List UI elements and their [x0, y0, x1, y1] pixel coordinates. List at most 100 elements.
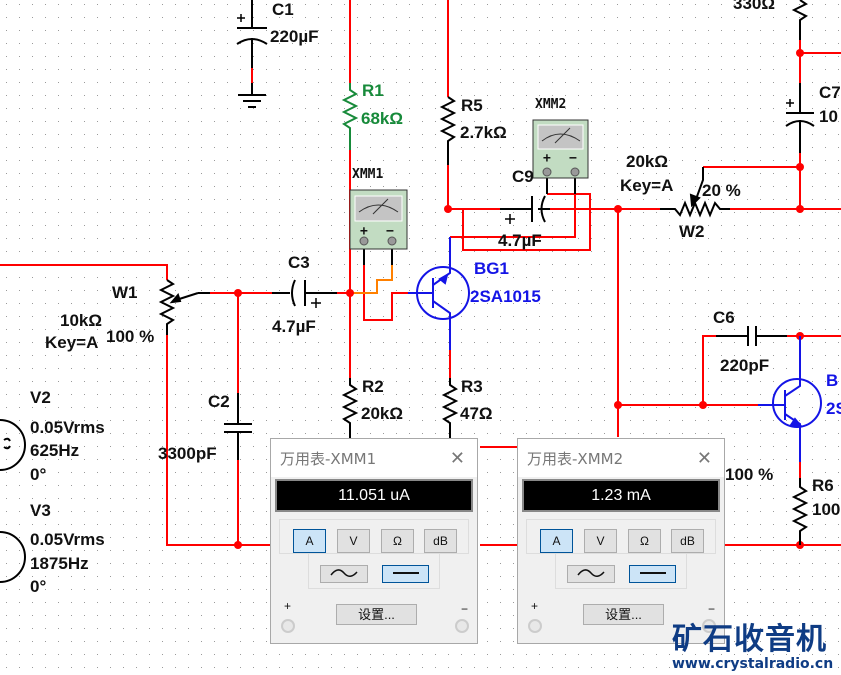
xmm1-label: XMM1 — [352, 167, 383, 182]
c7-value: 10 — [819, 107, 838, 126]
w1-position: 100 % — [106, 327, 154, 346]
mode-voltmeter-button[interactable]: V — [337, 529, 370, 553]
r6-value: 100 — [812, 500, 840, 519]
r1-label: R1 — [362, 81, 384, 100]
window-title: 万用表-XMM2 — [527, 449, 624, 468]
transistor-bg1 — [408, 237, 470, 350]
xmm2-label: XMM2 — [535, 97, 566, 112]
v2-frequency: 625Hz — [30, 441, 79, 460]
r1-value: 68kΩ — [361, 109, 403, 128]
v2-amplitude: 0.05Vrms — [30, 418, 105, 437]
reading-display: 1.23 mA — [522, 479, 720, 512]
v3-phase: 0° — [30, 577, 46, 596]
mode-group — [526, 519, 716, 554]
settings-button[interactable]: 设置... — [583, 604, 664, 625]
minus-label: − — [386, 224, 394, 239]
mode-db-button[interactable]: dB — [671, 529, 704, 553]
xmm2-symbol[interactable]: + − — [532, 119, 589, 179]
plus-terminal[interactable] — [528, 619, 542, 633]
r3-value: 47Ω — [460, 404, 493, 423]
mode-group — [279, 519, 469, 554]
plus-label: + — [543, 151, 551, 166]
c3-label: C3 — [288, 253, 310, 272]
c7-label: C7 — [819, 83, 841, 102]
v3-label: V3 — [30, 501, 51, 520]
w2-value: 20kΩ — [626, 152, 668, 171]
r6-label: R6 — [812, 476, 834, 495]
mode-ammeter-button[interactable]: A — [540, 529, 573, 553]
w2-label: W2 — [679, 222, 705, 241]
w1-value: 10kΩ — [60, 311, 102, 330]
plus-terminal[interactable] — [281, 619, 295, 633]
bg2-model: 2S — [826, 399, 841, 418]
plus-terminal-label: + — [531, 599, 539, 613]
watermark-name: 矿石收音机 — [672, 622, 827, 657]
minus-label: − — [569, 151, 577, 166]
probe-wire — [350, 265, 393, 294]
mode-db-button[interactable]: dB — [424, 529, 457, 553]
reading-display: 11.051 uA — [275, 479, 473, 512]
watermark-logo: 矿石收音机 www.crystalradio.cn — [672, 614, 833, 672]
dc-line-icon — [639, 572, 666, 574]
multimeter-xmm2-window[interactable]: 万用表-XMM2 ✕ 1.23 mA A V Ω dB + − 设置... — [517, 438, 725, 644]
ac-button[interactable] — [567, 565, 615, 583]
v2-label: V2 — [30, 388, 51, 407]
close-icon[interactable]: ✕ — [696, 447, 712, 469]
coupling-group — [308, 554, 440, 589]
w1-label: W1 — [112, 283, 138, 302]
mode-ammeter-button[interactable]: A — [293, 529, 326, 553]
v2-phase: 0° — [30, 465, 46, 484]
w2-key: Key=A — [620, 176, 673, 195]
components — [0, 0, 815, 583]
dc-button[interactable] — [382, 565, 429, 583]
bg1-model: 2SA1015 — [470, 287, 541, 306]
r5-label: R5 — [461, 96, 483, 115]
w3-position: 100 % — [725, 465, 773, 484]
r1-resistor — [341, 83, 359, 150]
c6-label: C6 — [713, 308, 735, 327]
c2-value: 3300pF — [158, 444, 217, 463]
v3-amplitude: 0.05Vrms — [30, 530, 105, 549]
title-bar[interactable]: 万用表-XMM2 ✕ — [518, 439, 724, 477]
multimeter-xmm1-window[interactable]: 万用表-XMM1 ✕ 11.051 uA A V Ω dB + − 设置... — [270, 438, 478, 644]
transistor-bg2 — [758, 336, 822, 462]
xmm1-symbol[interactable]: + − — [349, 189, 408, 250]
ac-button[interactable] — [320, 565, 368, 583]
dc-line-icon — [392, 572, 419, 574]
w2-position: 20 % — [702, 181, 741, 200]
r-top-value: 330Ω — [733, 0, 775, 13]
minus-terminal-label: − — [461, 602, 469, 616]
r2-label: R2 — [362, 377, 384, 396]
settings-button[interactable]: 设置... — [336, 604, 417, 625]
w1-key: Key=A — [45, 333, 98, 352]
c1-value: 220µF — [270, 27, 319, 46]
bg2-label: B — [826, 371, 838, 390]
ac-wave-icon — [577, 569, 605, 577]
minus-terminal-label: − — [708, 602, 716, 616]
bg1-label: BG1 — [474, 259, 509, 278]
c9-label: C9 — [512, 167, 534, 186]
title-bar[interactable]: 万用表-XMM1 ✕ — [271, 439, 477, 477]
r5-value: 2.7kΩ — [460, 123, 507, 142]
mode-ohmmeter-button[interactable]: Ω — [381, 529, 414, 553]
watermark-url: www.crystalradio.cn — [672, 656, 834, 672]
c6-value: 220pF — [720, 356, 769, 375]
plus-label: + — [360, 224, 368, 239]
dc-button[interactable] — [629, 565, 676, 583]
v3-frequency: 1875Hz — [30, 554, 89, 573]
c3-value: 4.7µF — [272, 317, 316, 336]
c2-label: C2 — [208, 392, 230, 411]
minus-terminal[interactable] — [702, 619, 716, 633]
c9-value: 4.7µF — [498, 231, 542, 250]
minus-terminal[interactable] — [455, 619, 469, 633]
mode-voltmeter-button[interactable]: V — [584, 529, 617, 553]
plus-terminal-label: + — [284, 599, 292, 613]
ac-wave-icon — [330, 569, 358, 577]
window-title: 万用表-XMM1 — [280, 449, 377, 468]
r2-value: 20kΩ — [361, 404, 403, 423]
coupling-group — [555, 554, 687, 589]
c1-label: C1 — [272, 0, 294, 19]
mode-ohmmeter-button[interactable]: Ω — [628, 529, 661, 553]
r3-label: R3 — [461, 377, 483, 396]
close-icon[interactable]: ✕ — [449, 447, 465, 469]
